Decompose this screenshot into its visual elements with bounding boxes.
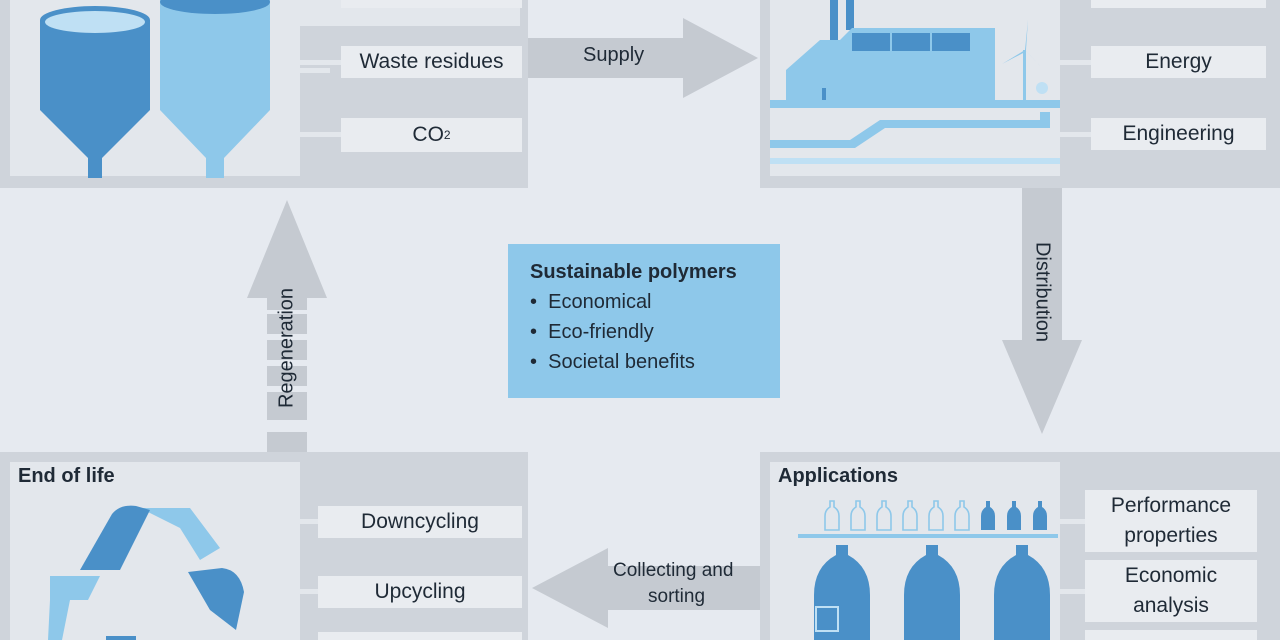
- applications-item-label-line2: properties: [1124, 524, 1218, 547]
- applications-item-label-line1: Performance: [1110, 494, 1232, 517]
- regeneration-arrow: [247, 200, 327, 455]
- distribution-label: Distribution: [1031, 241, 1054, 343]
- collecting-label-line2: sorting: [648, 586, 706, 607]
- applications-title: Applications: [778, 465, 899, 487]
- distribution-arrow: [1002, 188, 1082, 434]
- applications-item-label-line2: analysis: [1133, 594, 1209, 617]
- production-item-label: Engineering: [1122, 122, 1235, 145]
- applications-item-label-line1: Economic: [1124, 564, 1218, 587]
- recycle-icon: [48, 505, 244, 640]
- center-bullet: • Eco-friendly: [530, 321, 654, 343]
- wind-turbine-icon: [1002, 20, 1048, 102]
- center-bullet: • Societal benefits: [530, 351, 695, 373]
- end-of-life-title: End of life: [18, 465, 115, 487]
- applications-item-economic: Economic analysis: [1085, 560, 1257, 622]
- end-of-life-item-label: Downcycling: [361, 510, 479, 533]
- feedstock-item-label: CO: [412, 123, 444, 146]
- sustainable-polymers-box: Sustainable polymers • Economical • Eco-…: [508, 244, 780, 398]
- end-of-life-item-downcycling: Downcycling: [318, 506, 522, 538]
- collecting-arrow: [532, 548, 763, 628]
- collecting-label-line1: Collecting and: [613, 560, 734, 581]
- applications-item-performance: Performance properties: [1085, 490, 1257, 552]
- production-item-engineering: Engineering: [1091, 118, 1266, 150]
- end-of-life-panel: [0, 452, 528, 640]
- silo-icon: [40, 0, 270, 178]
- supply-label: Supply: [583, 44, 645, 66]
- regeneration-label: Regeneration: [275, 287, 298, 409]
- feedstock-item-top: [341, 0, 522, 8]
- production-item-top: [1091, 0, 1266, 8]
- end-of-life-item-upcycling: Upcycling: [318, 576, 522, 608]
- factory-icon: [770, 0, 1060, 164]
- end-of-life-item-label: Upcycling: [374, 580, 466, 603]
- feedstock-item-label: Waste residues: [359, 50, 504, 73]
- feedstock-item-waste-residues: Waste residues: [341, 46, 522, 78]
- production-item-energy: Energy: [1091, 46, 1266, 78]
- production-item-label: Energy: [1145, 50, 1212, 73]
- center-title: Sustainable polymers: [530, 261, 737, 283]
- bottle-icon: [798, 500, 1058, 640]
- center-bullet: • Economical: [530, 291, 652, 313]
- supply-arrow: [528, 18, 758, 98]
